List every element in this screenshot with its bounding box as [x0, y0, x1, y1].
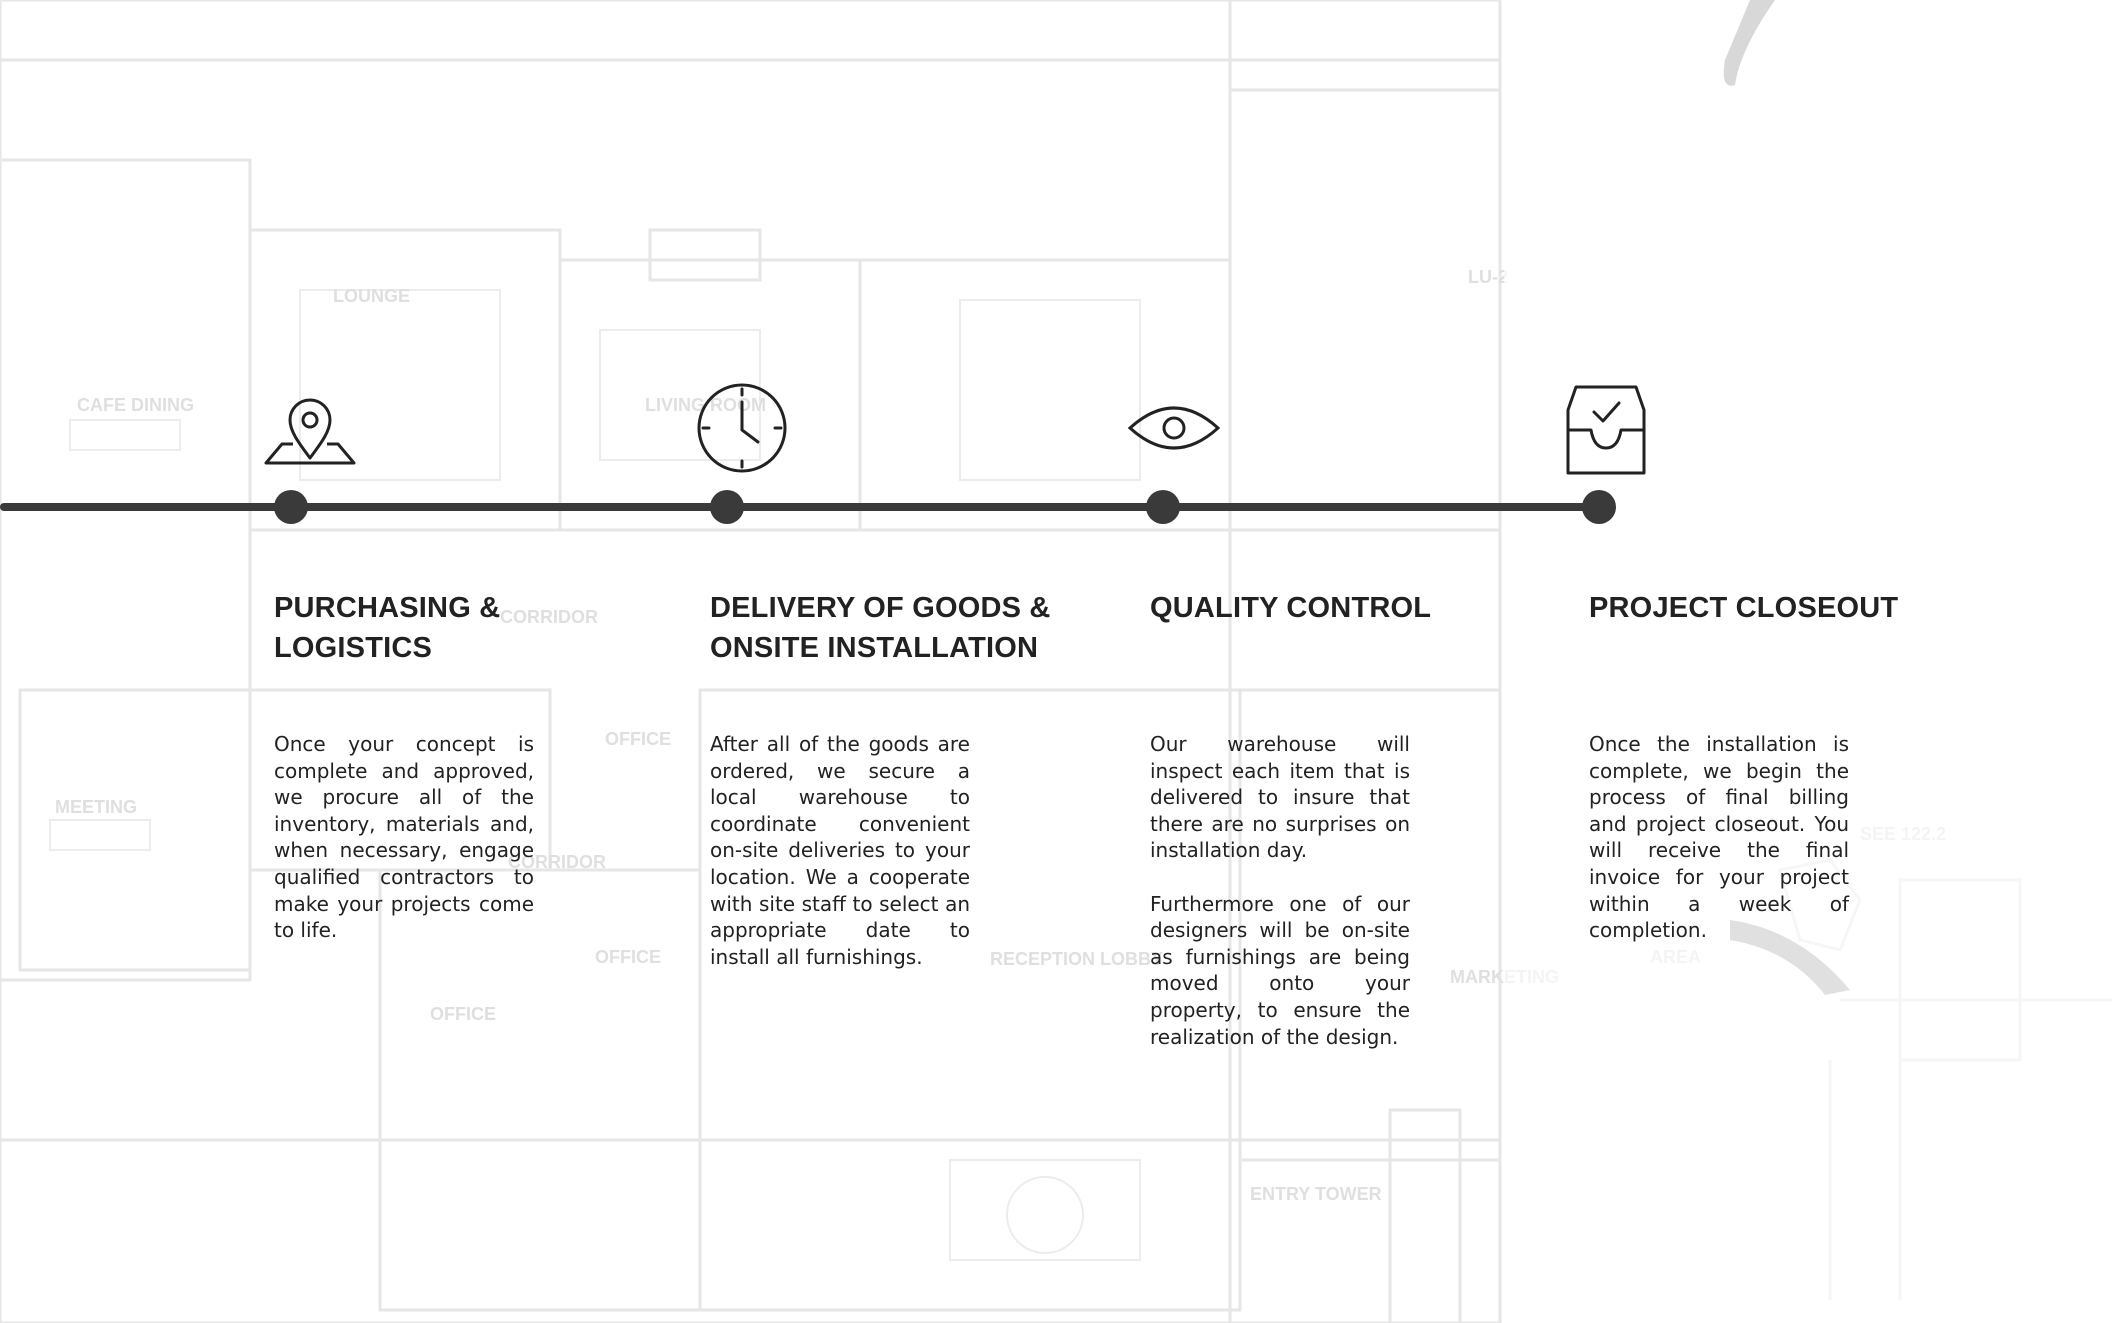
- step-title-purchasing: PURCHASING &LOGISTICS: [274, 592, 501, 664]
- map-pin-icon: [260, 380, 360, 480]
- step-title-delivery: DELIVERY OF GOODS &ONSITE INSTALLATION: [710, 592, 1051, 664]
- svg-text:MEETING: MEETING: [55, 797, 137, 817]
- step-description-quality-control: Our warehouse will inspect each item tha…: [1150, 731, 1410, 1077]
- paragraph: Furthermore one of our designers will be…: [1150, 891, 1410, 1049]
- timeline-node-4: [1582, 490, 1616, 524]
- timeline-line: [0, 503, 1600, 511]
- timeline-node-1: [274, 490, 308, 524]
- svg-text:CORRIDOR: CORRIDOR: [508, 852, 606, 872]
- step-title-quality-control: QUALITY CONTROL: [1150, 592, 1432, 624]
- svg-text:CAFE DINING: CAFE DINING: [77, 395, 194, 415]
- timeline-node-3: [1146, 490, 1180, 524]
- timeline-node-2: [710, 490, 744, 524]
- svg-text:OFFICE: OFFICE: [430, 1004, 496, 1024]
- clock-icon: [692, 380, 792, 480]
- step-title-project-closeout: PROJECT CLOSEOUT: [1589, 592, 1899, 624]
- svg-text:RECEPTION LOBBY: RECEPTION LOBBY: [990, 949, 1163, 969]
- svg-text:LU-2: LU-2: [1468, 267, 1508, 287]
- paragraph: Once your concept is complete and approv…: [274, 732, 534, 943]
- svg-text:CORRIDOR: CORRIDOR: [500, 607, 598, 627]
- step-description-purchasing: Once your concept is complete and approv…: [274, 731, 534, 970]
- inbox-check-icon: [1556, 380, 1656, 480]
- svg-text:OFFICE: OFFICE: [605, 729, 671, 749]
- paragraph: After all of the goods are ordered, we s…: [710, 732, 970, 969]
- step-description-delivery: After all of the goods are ordered, we s…: [710, 731, 970, 997]
- paragraph: Our warehouse will inspect each item tha…: [1150, 732, 1410, 863]
- svg-text:OFFICE: OFFICE: [595, 947, 661, 967]
- svg-text:LOUNGE: LOUNGE: [333, 286, 410, 306]
- paragraph: Once the installation is complete, we be…: [1589, 732, 1849, 943]
- step-description-project-closeout: Once the installation is complete, we be…: [1589, 731, 1849, 970]
- eye-icon: [1124, 380, 1224, 480]
- svg-text:ENTRY TOWER: ENTRY TOWER: [1250, 1184, 1382, 1204]
